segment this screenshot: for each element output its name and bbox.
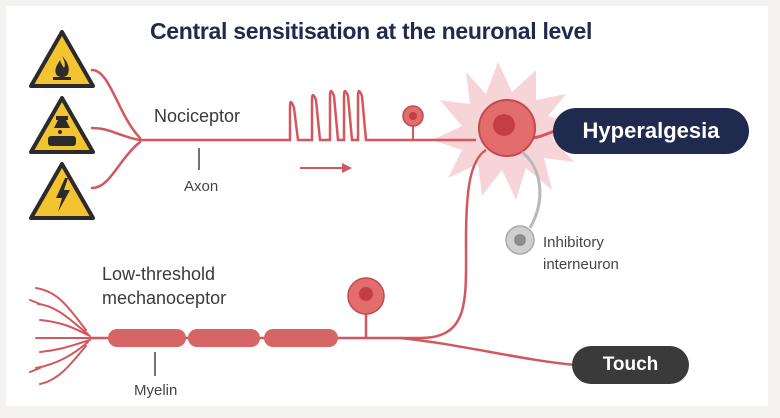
nociceptor-label: Nociceptor <box>154 106 241 126</box>
mechanoceptor-label: mechanoceptor <box>102 288 227 308</box>
direction-arrow <box>300 163 352 173</box>
interneuron-connection <box>521 150 542 229</box>
interneuron-label: interneuron <box>543 256 619 273</box>
touch-pathway <box>399 336 577 367</box>
nociceptor-terminal <box>402 105 424 140</box>
corrosive-icon <box>29 96 95 154</box>
low-threshold-label: Low-threshold <box>102 264 216 284</box>
inhibitory-interneuron <box>505 225 535 255</box>
touch-badge: Touch <box>572 346 689 384</box>
myelin-label: Myelin <box>134 382 178 399</box>
mechanoceptor-axon <box>90 148 487 340</box>
diagram-title: Central sensitisation at the neuronal le… <box>150 18 593 44</box>
nociceptor-branches <box>90 68 142 190</box>
nociceptor-axon <box>140 89 476 142</box>
axon-label: Axon <box>184 178 219 195</box>
electric-shock-icon <box>29 162 95 220</box>
inhibitory-label: Inhibitory <box>543 234 604 251</box>
mechanoceptor-branches <box>29 287 93 385</box>
mechanoceptor-terminal <box>347 277 385 338</box>
hyperalgesia-badge: Hyperalgesia <box>553 108 749 154</box>
myelin-sheath <box>108 329 338 347</box>
flammable-icon <box>29 30 95 88</box>
